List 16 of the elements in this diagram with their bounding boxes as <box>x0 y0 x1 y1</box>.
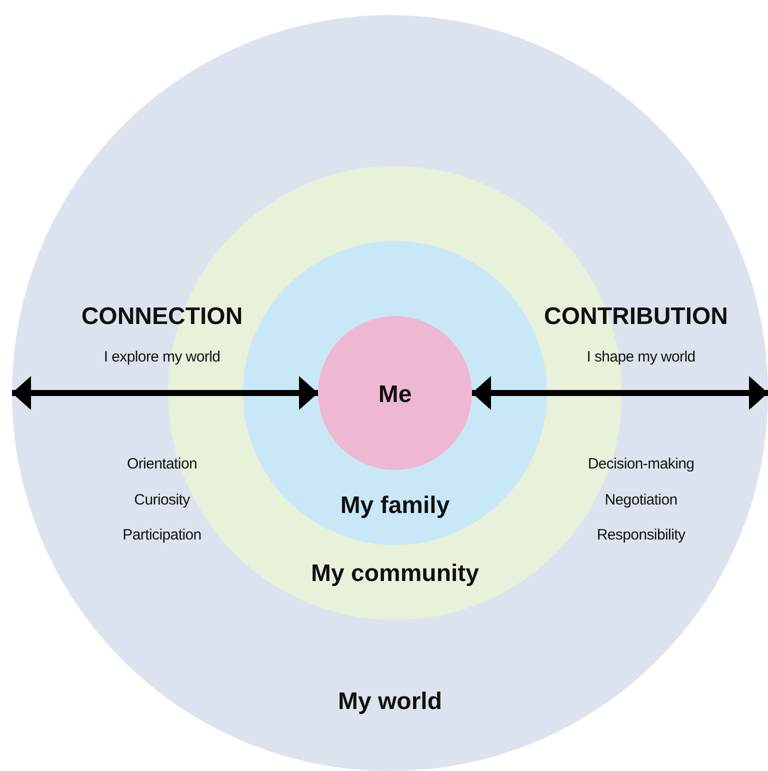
label-text: Participation <box>122 526 202 544</box>
label-text: Responsibility <box>596 526 686 544</box>
circle-label: Me <box>378 381 412 409</box>
label-text: I shape my world <box>586 348 696 366</box>
double-arrow <box>472 376 768 410</box>
label-text: Negotiation <box>604 492 678 508</box>
label-text: I explore my world <box>104 348 220 366</box>
circle-label: My family <box>340 492 450 520</box>
section-heading: CONNECTION <box>81 303 243 331</box>
circle-label: My community <box>310 560 480 588</box>
double-arrow <box>12 376 318 410</box>
section-heading: CONTRIBUTION <box>544 303 728 331</box>
circle-label: My world <box>338 688 442 716</box>
label-text: Orientation <box>126 456 198 472</box>
label-text: Decision-making <box>588 456 694 472</box>
label-text: Curiosity <box>134 492 190 508</box>
